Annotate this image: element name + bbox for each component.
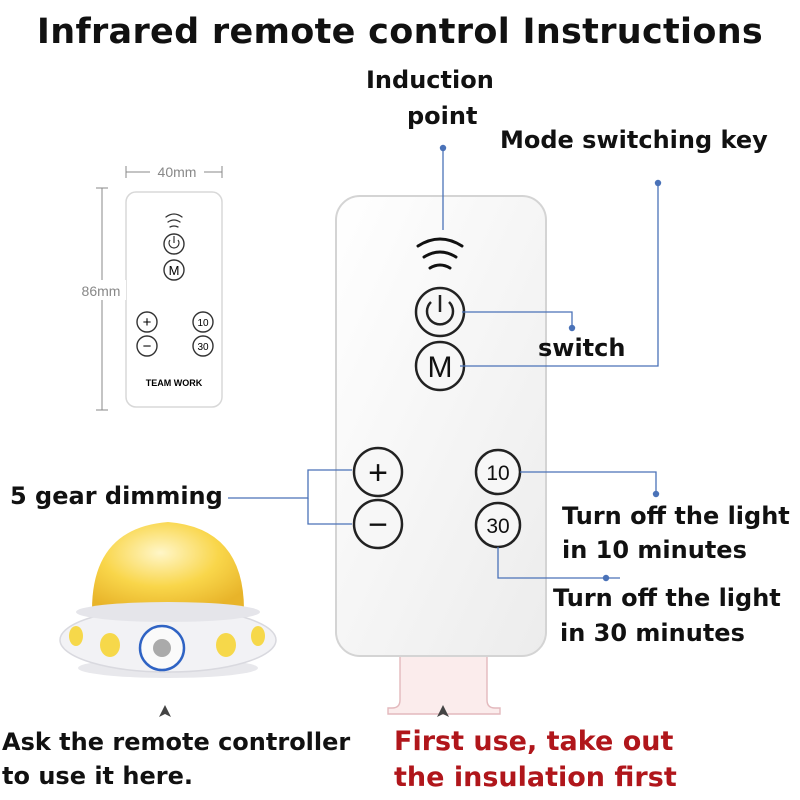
small-10-label: 10: [197, 318, 209, 329]
leader-lines: [228, 148, 659, 579]
label-induction-2: point: [407, 102, 478, 130]
signal-icon: [416, 237, 464, 270]
mode-button-label: M: [428, 351, 453, 384]
power-icon: [425, 301, 455, 326]
timer-10-label: 10: [486, 462, 509, 485]
label-ask-2: to use it here.: [2, 762, 193, 790]
minus-button: [352, 498, 404, 550]
small-remote: M + − 10 30 TEAM WORK: [125, 191, 223, 408]
small-power-button: [163, 233, 185, 255]
height-dimension: 86mm: [82, 283, 121, 299]
small-30-label: 30: [197, 342, 209, 353]
page-title: Infrared remote control Instructions: [36, 12, 764, 52]
minus-button-label: −: [368, 506, 388, 544]
arrow-up-icon: [159, 705, 171, 717]
label-off10-2: in 10 minutes: [562, 536, 747, 564]
width-dimension: 40mm: [158, 164, 197, 180]
small-remote-signal-icon: [165, 213, 183, 228]
small-mode-button: [163, 259, 185, 281]
night-lamp: [59, 522, 277, 678]
label-first-use-2: the insulation first: [394, 762, 677, 793]
label-off30-1: Turn off the light: [553, 584, 781, 612]
arrow-markers: [159, 705, 449, 717]
label-ask-1: Ask the remote controller: [2, 728, 351, 756]
big-remote: M + − 10 30: [335, 195, 547, 657]
label-off10-1: Turn off the light: [562, 502, 790, 530]
lamp-dome: [92, 522, 244, 610]
label-off30-2: in 30 minutes: [560, 619, 745, 647]
leader-dots: [439, 144, 662, 582]
plus-button: [352, 446, 404, 498]
small-power-icon: [168, 239, 180, 249]
label-dimming: 5 gear dimming: [10, 482, 223, 510]
remote-pull-tab: [387, 649, 501, 715]
brand-logo: TEAM WORK: [146, 378, 203, 388]
plus-button-label: +: [368, 454, 388, 492]
small-plus-label: +: [143, 314, 152, 331]
small-30-button: [192, 335, 214, 357]
timer-30-label: 30: [486, 515, 509, 538]
small-plus-button: [136, 311, 158, 333]
arrow-up-icon: [437, 705, 449, 717]
small-mode-label: M: [169, 263, 180, 278]
label-switch: switch: [538, 334, 626, 362]
label-mode-key: Mode switching key: [500, 126, 768, 154]
small-minus-button: [136, 335, 158, 357]
small-minus-label: −: [143, 338, 152, 355]
label-induction-1: Induction: [366, 66, 494, 94]
label-first-use-1: First use, take out: [394, 726, 674, 757]
small-10-button: [192, 311, 214, 333]
